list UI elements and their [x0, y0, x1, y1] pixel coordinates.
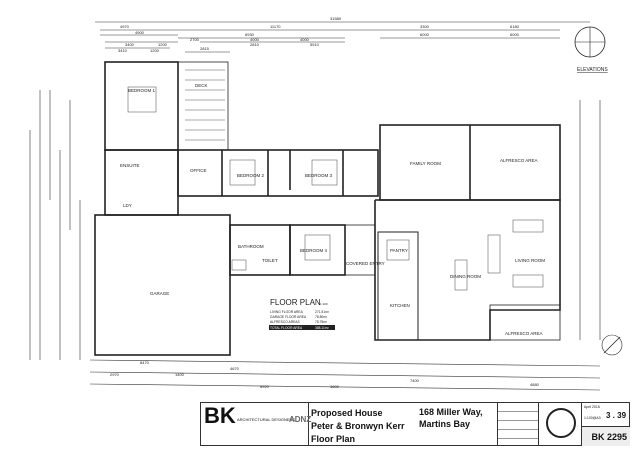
dimension-label: 2810 [250, 42, 260, 47]
job-number: BK 2295 [591, 432, 627, 442]
legend-label: LIVING FLOOR AREA [270, 310, 304, 314]
dimension-label: 2700 [190, 37, 200, 42]
legend-value: 388.11m² [315, 326, 330, 330]
company-logo-block: BK ARCHITECTURAL DESIGNERS ADNZ [201, 403, 312, 445]
dimension-label: 1400 [175, 372, 185, 377]
room-covered-entry: COVERED ENTRY [346, 261, 385, 266]
dimension-label: 6000 [420, 32, 430, 37]
dimension-label: 1200 [158, 42, 168, 47]
job-number-cell: BK 2295 [582, 426, 630, 446]
legend-label: GARAGE FLOOR AREA [270, 315, 307, 319]
sheet-info: April 2016 1:100@A3 3 . 39 BK 2295 [581, 403, 630, 446]
legend-label: ALFRESCO AREAS [270, 320, 300, 324]
title-block: BK ARCHITECTURAL DESIGNERS ADNZ Proposed… [200, 402, 630, 446]
room-deck: DECK [195, 83, 208, 88]
floor-plan-title: FLOOR PLAN [270, 298, 321, 307]
dimension-label: 7400 [410, 378, 420, 383]
dimension-label: 4900 [135, 30, 145, 35]
dimension-label: 3410 [118, 48, 128, 53]
revision-table [497, 403, 539, 445]
room-family-room: FAMILY ROOM [410, 161, 441, 166]
dimension-label: 4670 [230, 366, 240, 371]
client-name: Peter & Bronwyn Kerr [311, 421, 405, 431]
dimension-label: 6180 [510, 24, 520, 29]
floor-plan-scale: 1:100 [320, 302, 328, 306]
council-seal [546, 408, 576, 438]
dimension-label: 4000 [300, 37, 310, 42]
room-alfresco-bottom: ALFRESCO AREA [505, 331, 543, 336]
room-living: LIVING ROOM [515, 258, 545, 263]
dimension-label: 6000 [510, 32, 520, 37]
dimension-label: 2970 [110, 372, 120, 377]
dimension-label: 5510 [310, 42, 320, 47]
scale: 1:100@A3 [584, 416, 601, 420]
legend-value: 271.51m² [315, 310, 330, 314]
dimension-label: 1200 [150, 48, 160, 53]
dimension-label: 2815 [200, 46, 210, 51]
room-ensuite: ENSUITE [120, 163, 140, 168]
dimension-label: 6920 [260, 384, 270, 389]
dimension-labels: 31580 4970 11170 3300 6180 4900 6930 270… [110, 16, 540, 389]
dimension-label: 4000 [250, 37, 260, 42]
company-name: ARCHITECTURAL DESIGNERS [237, 417, 296, 422]
overall-dimension: 31580 [330, 16, 342, 21]
legend-label: TOTAL FLOOR AREA [270, 326, 303, 330]
dimension-label: 11170 [270, 24, 281, 29]
dimension-lines [29, 21, 601, 391]
dimension-label: 1800 [330, 384, 340, 389]
dimension-label: 3400 [125, 42, 135, 47]
legend-value: 78.75m² [315, 320, 328, 324]
room-toilet: TOILET [262, 258, 278, 263]
elevations-label: ELEVATIONS [577, 67, 608, 73]
walls [94, 61, 561, 356]
room-bedroom-3: BEDROOM 3 [305, 173, 333, 178]
adnz-logo: ADNZ [289, 415, 312, 424]
dimension-label: 8470 [140, 360, 150, 365]
date: April 2016 [584, 405, 600, 409]
room-bathroom: BATHROOM [238, 244, 264, 249]
elevations-marker: ELEVATIONS [574, 26, 608, 73]
room-alfresco-top: ALFRESCO AREA [500, 158, 538, 163]
room-dining: DINING ROOM [450, 274, 481, 279]
legend-value: 78.80m² [315, 315, 328, 319]
room-bedroom-2: BEDROOM 2 [237, 173, 265, 178]
room-labels: BEDROOM 1 DECK ENSUITE OFFICE BEDROOM 2 … [120, 83, 545, 336]
drawing-title: Floor Plan [311, 434, 356, 444]
company-initials: BK [204, 403, 236, 428]
dimension-label: 3300 [420, 24, 430, 29]
room-kitchen: KITCHEN [390, 303, 410, 308]
room-garage: GARAGE [150, 291, 169, 296]
furniture [127, 86, 544, 291]
room-office: OFFICE [190, 168, 207, 173]
address-line-2: Martins Bay [419, 419, 471, 429]
floor-plan-legend: FLOOR PLAN 1:100 LIVING FLOOR AREA 271.5… [269, 298, 335, 330]
room-bedroom-1: BEDROOM 1 [128, 88, 156, 93]
deck-boards [185, 69, 225, 141]
north-arrow [601, 334, 623, 356]
room-bedroom-4: BEDROOM 4 [300, 248, 328, 253]
site-address: 168 Miller Way, Martins Bay [419, 407, 529, 429]
dimension-label: 4880 [530, 382, 540, 387]
room-ldy: LDY [123, 203, 132, 208]
room-pantry: PANTRY [390, 248, 408, 253]
dimension-label: 6930 [245, 32, 255, 37]
address-line-1: 168 Miller Way, [419, 407, 483, 417]
project-info: Proposed House Peter & Bronwyn Kerr Floo… [311, 405, 441, 444]
project-title: Proposed House [311, 408, 383, 418]
sheet-number: 3 . 39 [606, 411, 627, 420]
dimension-label: 4970 [120, 24, 130, 29]
